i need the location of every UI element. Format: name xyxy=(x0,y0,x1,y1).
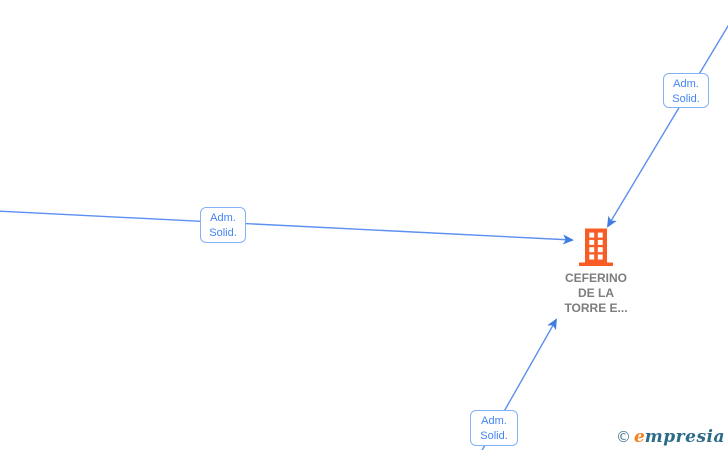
edge-label-adm-solid-topright: Adm. Solid. xyxy=(663,73,709,108)
copyright-icon: © xyxy=(615,428,631,446)
company-node-label[interactable]: CEFERINO DE LA TORRE E... xyxy=(564,271,628,315)
company-node-ceferino[interactable]: CEFERINO DE LA TORRE E... xyxy=(548,228,644,316)
empresia-watermark: ©empresia xyxy=(616,427,725,447)
edge-line-topright xyxy=(606,24,728,228)
building-icon xyxy=(579,228,613,266)
brand-initial: e xyxy=(633,427,645,447)
edge-label-adm-solid-bottom: Adm. Solid. xyxy=(470,410,518,446)
edge-line-left xyxy=(0,210,574,245)
edge-label-adm-solid-left: Adm. Solid. xyxy=(200,207,246,243)
brand-rest: mpresia xyxy=(644,427,725,447)
